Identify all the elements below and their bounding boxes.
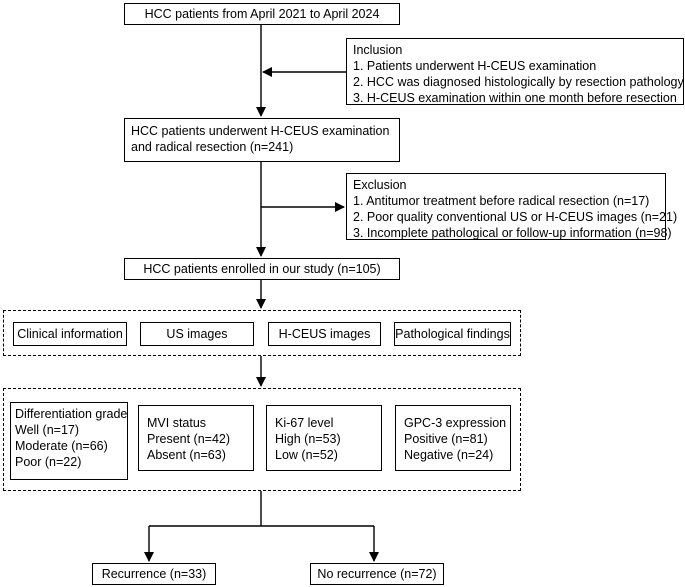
no-recurrence-text: No recurrence (n=72) — [317, 567, 437, 581]
enrolled-text: HCC patients enrolled in our study (n=10… — [143, 262, 381, 276]
inclusion-item: 3. H-CEUS examination within one month b… — [353, 91, 677, 105]
pathology-group — [3, 388, 521, 491]
data-source-label: US images — [166, 327, 228, 341]
data-source-label: Clinical information — [17, 327, 123, 341]
data-source-us: US images — [140, 322, 254, 346]
enrolled-box: HCC patients enrolled in our study (n=10… — [124, 258, 400, 280]
data-source-label: Pathological findings — [395, 327, 510, 341]
pathology-line: Negative (n=24) — [404, 448, 494, 462]
pathology-line: Poor (n=22) — [15, 455, 82, 469]
start-box: HCC patients from April 2021 to April 20… — [124, 3, 400, 25]
gpc3-expression-box: GPC-3 expression Positive (n=81) Negativ… — [395, 405, 511, 471]
mvi-status-box: MVI status Present (n=42) Absent (n=63) — [138, 405, 254, 471]
pathology-line: High (n=53) — [275, 432, 341, 446]
pathology-line: Low (n=52) — [275, 448, 338, 462]
pathology-line: Positive (n=81) — [404, 432, 488, 446]
data-source-pathology: Pathological findings — [394, 322, 511, 346]
pathology-line: Absent (n=63) — [147, 448, 226, 462]
recurrence-box: Recurrence (n=33) — [92, 563, 216, 585]
exclusion-box: Exclusion 1. Antitumor treatment before … — [346, 173, 678, 240]
differentiation-grade-box: Differentiation grade Well (n=17) Modera… — [10, 402, 128, 480]
inclusion-box: Inclusion 1. Patients underwent H-CEUS e… — [346, 38, 684, 105]
exclusion-item: 1. Antitumor treatment before radical re… — [353, 194, 650, 208]
exclusion-item: 3. Incomplete pathological or follow-up … — [353, 226, 672, 240]
cohort-line: and radical resection (n=241) — [131, 140, 294, 154]
pathology-line: Present (n=42) — [147, 432, 231, 446]
pathology-line: Well (n=17) — [15, 423, 80, 437]
data-source-label: H-CEUS images — [278, 327, 371, 341]
pathology-line: MVI status — [147, 416, 207, 430]
no-recurrence-box: No recurrence (n=72) — [310, 563, 444, 585]
start-text: HCC patients from April 2021 to April 20… — [144, 7, 380, 21]
pathology-line: Ki-67 level — [275, 416, 334, 430]
inclusion-title: Inclusion — [353, 43, 403, 57]
ki67-level-box: Ki-67 level High (n=53) Low (n=52) — [266, 405, 382, 471]
cohort-line: HCC patients underwent H-CEUS examinatio… — [131, 124, 390, 138]
pathology-line: Moderate (n=66) — [15, 439, 108, 453]
exclusion-item: 2. Poor quality conventional US or H-CEU… — [353, 210, 678, 224]
exclusion-title: Exclusion — [353, 178, 407, 192]
data-sources-group — [3, 310, 521, 356]
recurrence-text: Recurrence (n=33) — [101, 567, 207, 581]
data-source-clinical: Clinical information — [13, 322, 127, 346]
inclusion-item: 2. HCC was diagnosed histologically by r… — [353, 75, 684, 89]
data-source-hceus: H-CEUS images — [268, 322, 381, 346]
pathology-line: Differentiation grade — [15, 407, 128, 421]
pathology-line: GPC-3 expression — [404, 416, 507, 430]
inclusion-item: 1. Patients underwent H-CEUS examination — [353, 59, 597, 73]
cohort-box: HCC patients underwent H-CEUS examinatio… — [124, 118, 400, 162]
